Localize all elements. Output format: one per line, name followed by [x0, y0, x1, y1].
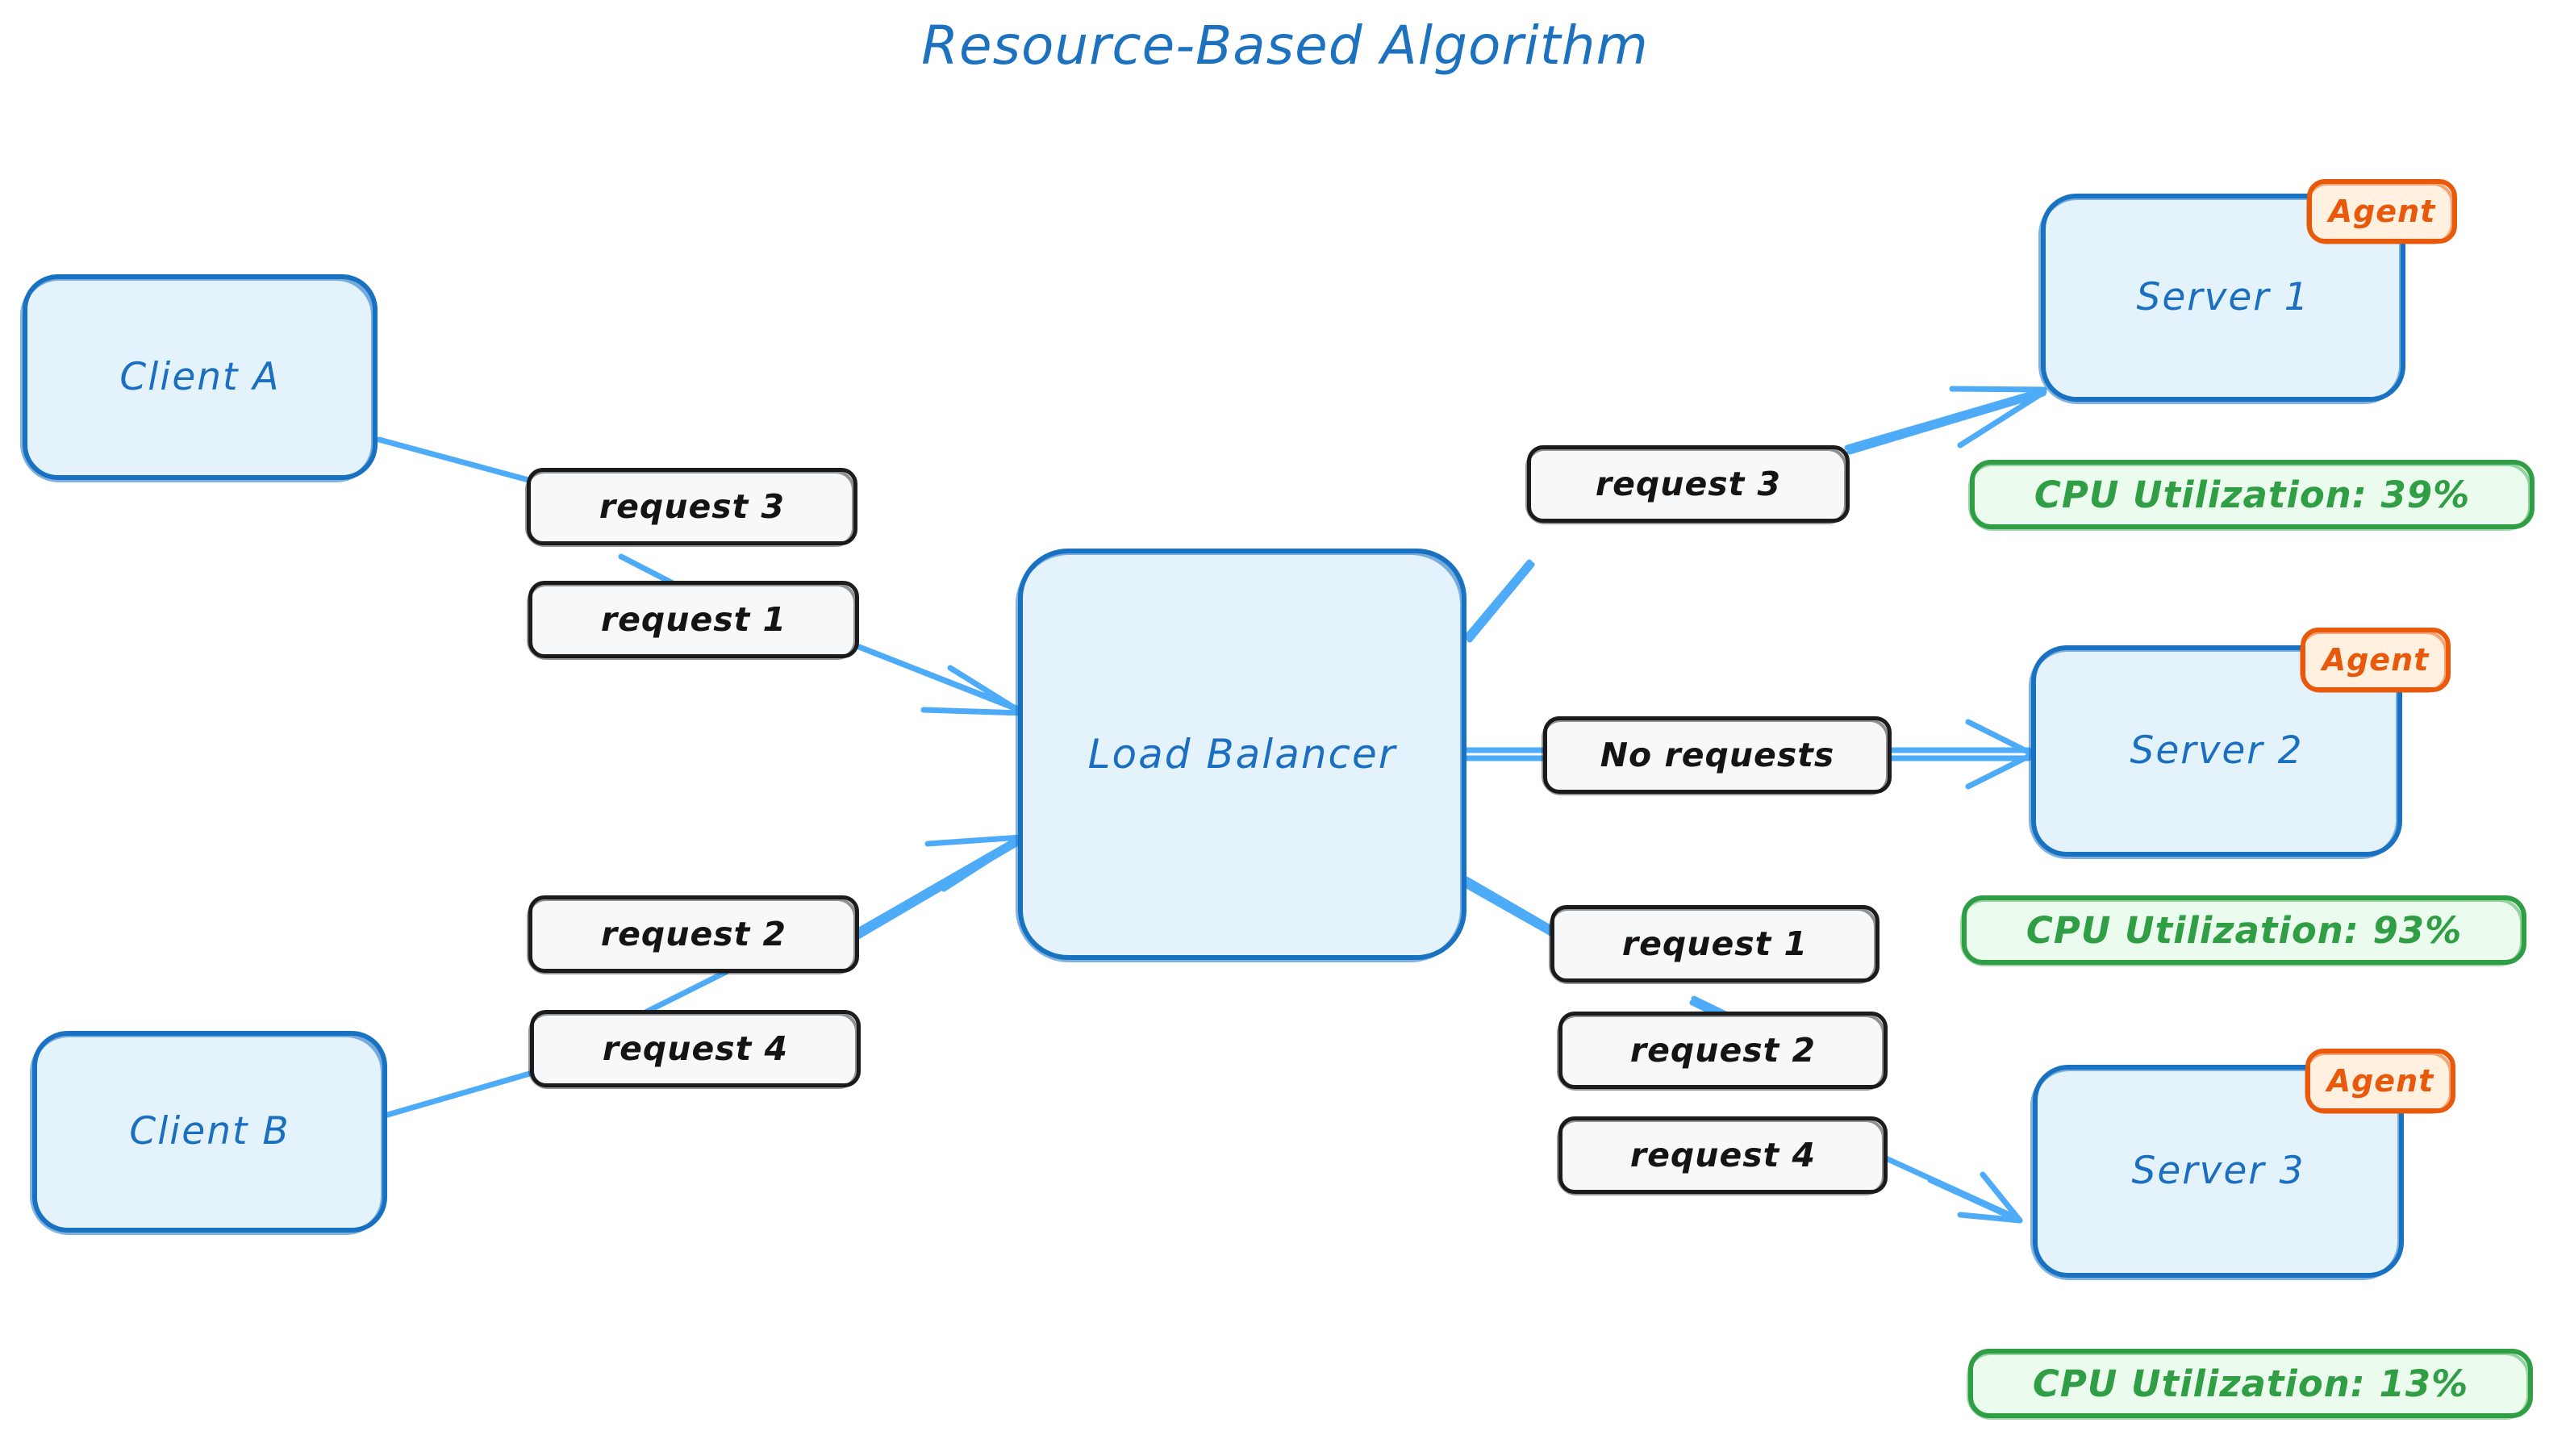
node-server-1-label: Server 1: [2136, 275, 2310, 320]
edge-label-text: No requests: [1600, 736, 1835, 774]
edge-label-text: request 2: [600, 915, 787, 953]
node-server-2-label: Server 2: [2130, 728, 2304, 774]
node-load-balancer-label: Load Balancer: [1087, 730, 1397, 778]
agent-badge-label: Agent: [2322, 642, 2430, 678]
agent-badge-server-1[interactable]: Agent: [2306, 179, 2457, 244]
edge-label-lb-server-1-request-3[interactable]: request 3: [1525, 445, 1850, 524]
edge-label-lb-server-3-request-4[interactable]: request 4: [1557, 1116, 1888, 1195]
page-title: Resource-Based Algorithm: [921, 15, 1649, 77]
cpu-utilization-text: CPU Utilization: 39%: [2034, 473, 2471, 516]
edge-label-lb-server-3-request-1[interactable]: request 1: [1549, 905, 1880, 984]
edge-label-text: request 4: [602, 1029, 789, 1068]
cpu-utilization-text: CPU Utilization: 13%: [2032, 1362, 2469, 1405]
node-server-3-label: Server 3: [2131, 1149, 2305, 1194]
node-load-balancer[interactable]: Load Balancer: [1016, 549, 1466, 962]
agent-badge-server-2[interactable]: Agent: [2300, 628, 2451, 693]
node-client-a[interactable]: Client A: [20, 274, 378, 482]
edge-label-client-a-request-3[interactable]: request 3: [525, 468, 857, 547]
node-server-1[interactable]: Server 1: [2038, 194, 2405, 404]
node-client-a-label: Client A: [119, 354, 281, 399]
edge-label-text: request 1: [600, 600, 787, 639]
cpu-utilization-server-2: CPU Utilization: 93%: [1960, 895, 2526, 966]
node-client-b[interactable]: Client B: [30, 1031, 387, 1235]
edge-label-text: request 4: [1629, 1136, 1817, 1174]
agent-badge-label: Agent: [2326, 1063, 2434, 1099]
cpu-utilization-text: CPU Utilization: 93%: [2026, 908, 2463, 952]
agent-badge-server-3[interactable]: Agent: [2305, 1049, 2455, 1114]
edge-label-text: request 2: [1629, 1031, 1817, 1070]
edge-label-text: request 3: [599, 487, 786, 526]
edge-label-lb-server-3-request-2[interactable]: request 2: [1557, 1012, 1888, 1091]
edge-label-client-a-request-1[interactable]: request 1: [527, 581, 859, 660]
edge-label-text: request 3: [1595, 465, 1782, 503]
agent-badge-label: Agent: [2328, 194, 2436, 229]
edge-label-text: request 1: [1621, 924, 1809, 963]
edge-label-client-b-request-4[interactable]: request 4: [528, 1010, 861, 1089]
cpu-utilization-server-1: CPU Utilization: 39%: [1968, 460, 2535, 531]
edge-label-client-b-request-2[interactable]: request 2: [527, 895, 859, 974]
edge-label-lb-server-2-no-requests[interactable]: No requests: [1542, 716, 1892, 795]
cpu-utilization-server-3: CPU Utilization: 13%: [1967, 1349, 2533, 1420]
node-client-b-label: Client B: [129, 1109, 290, 1154]
